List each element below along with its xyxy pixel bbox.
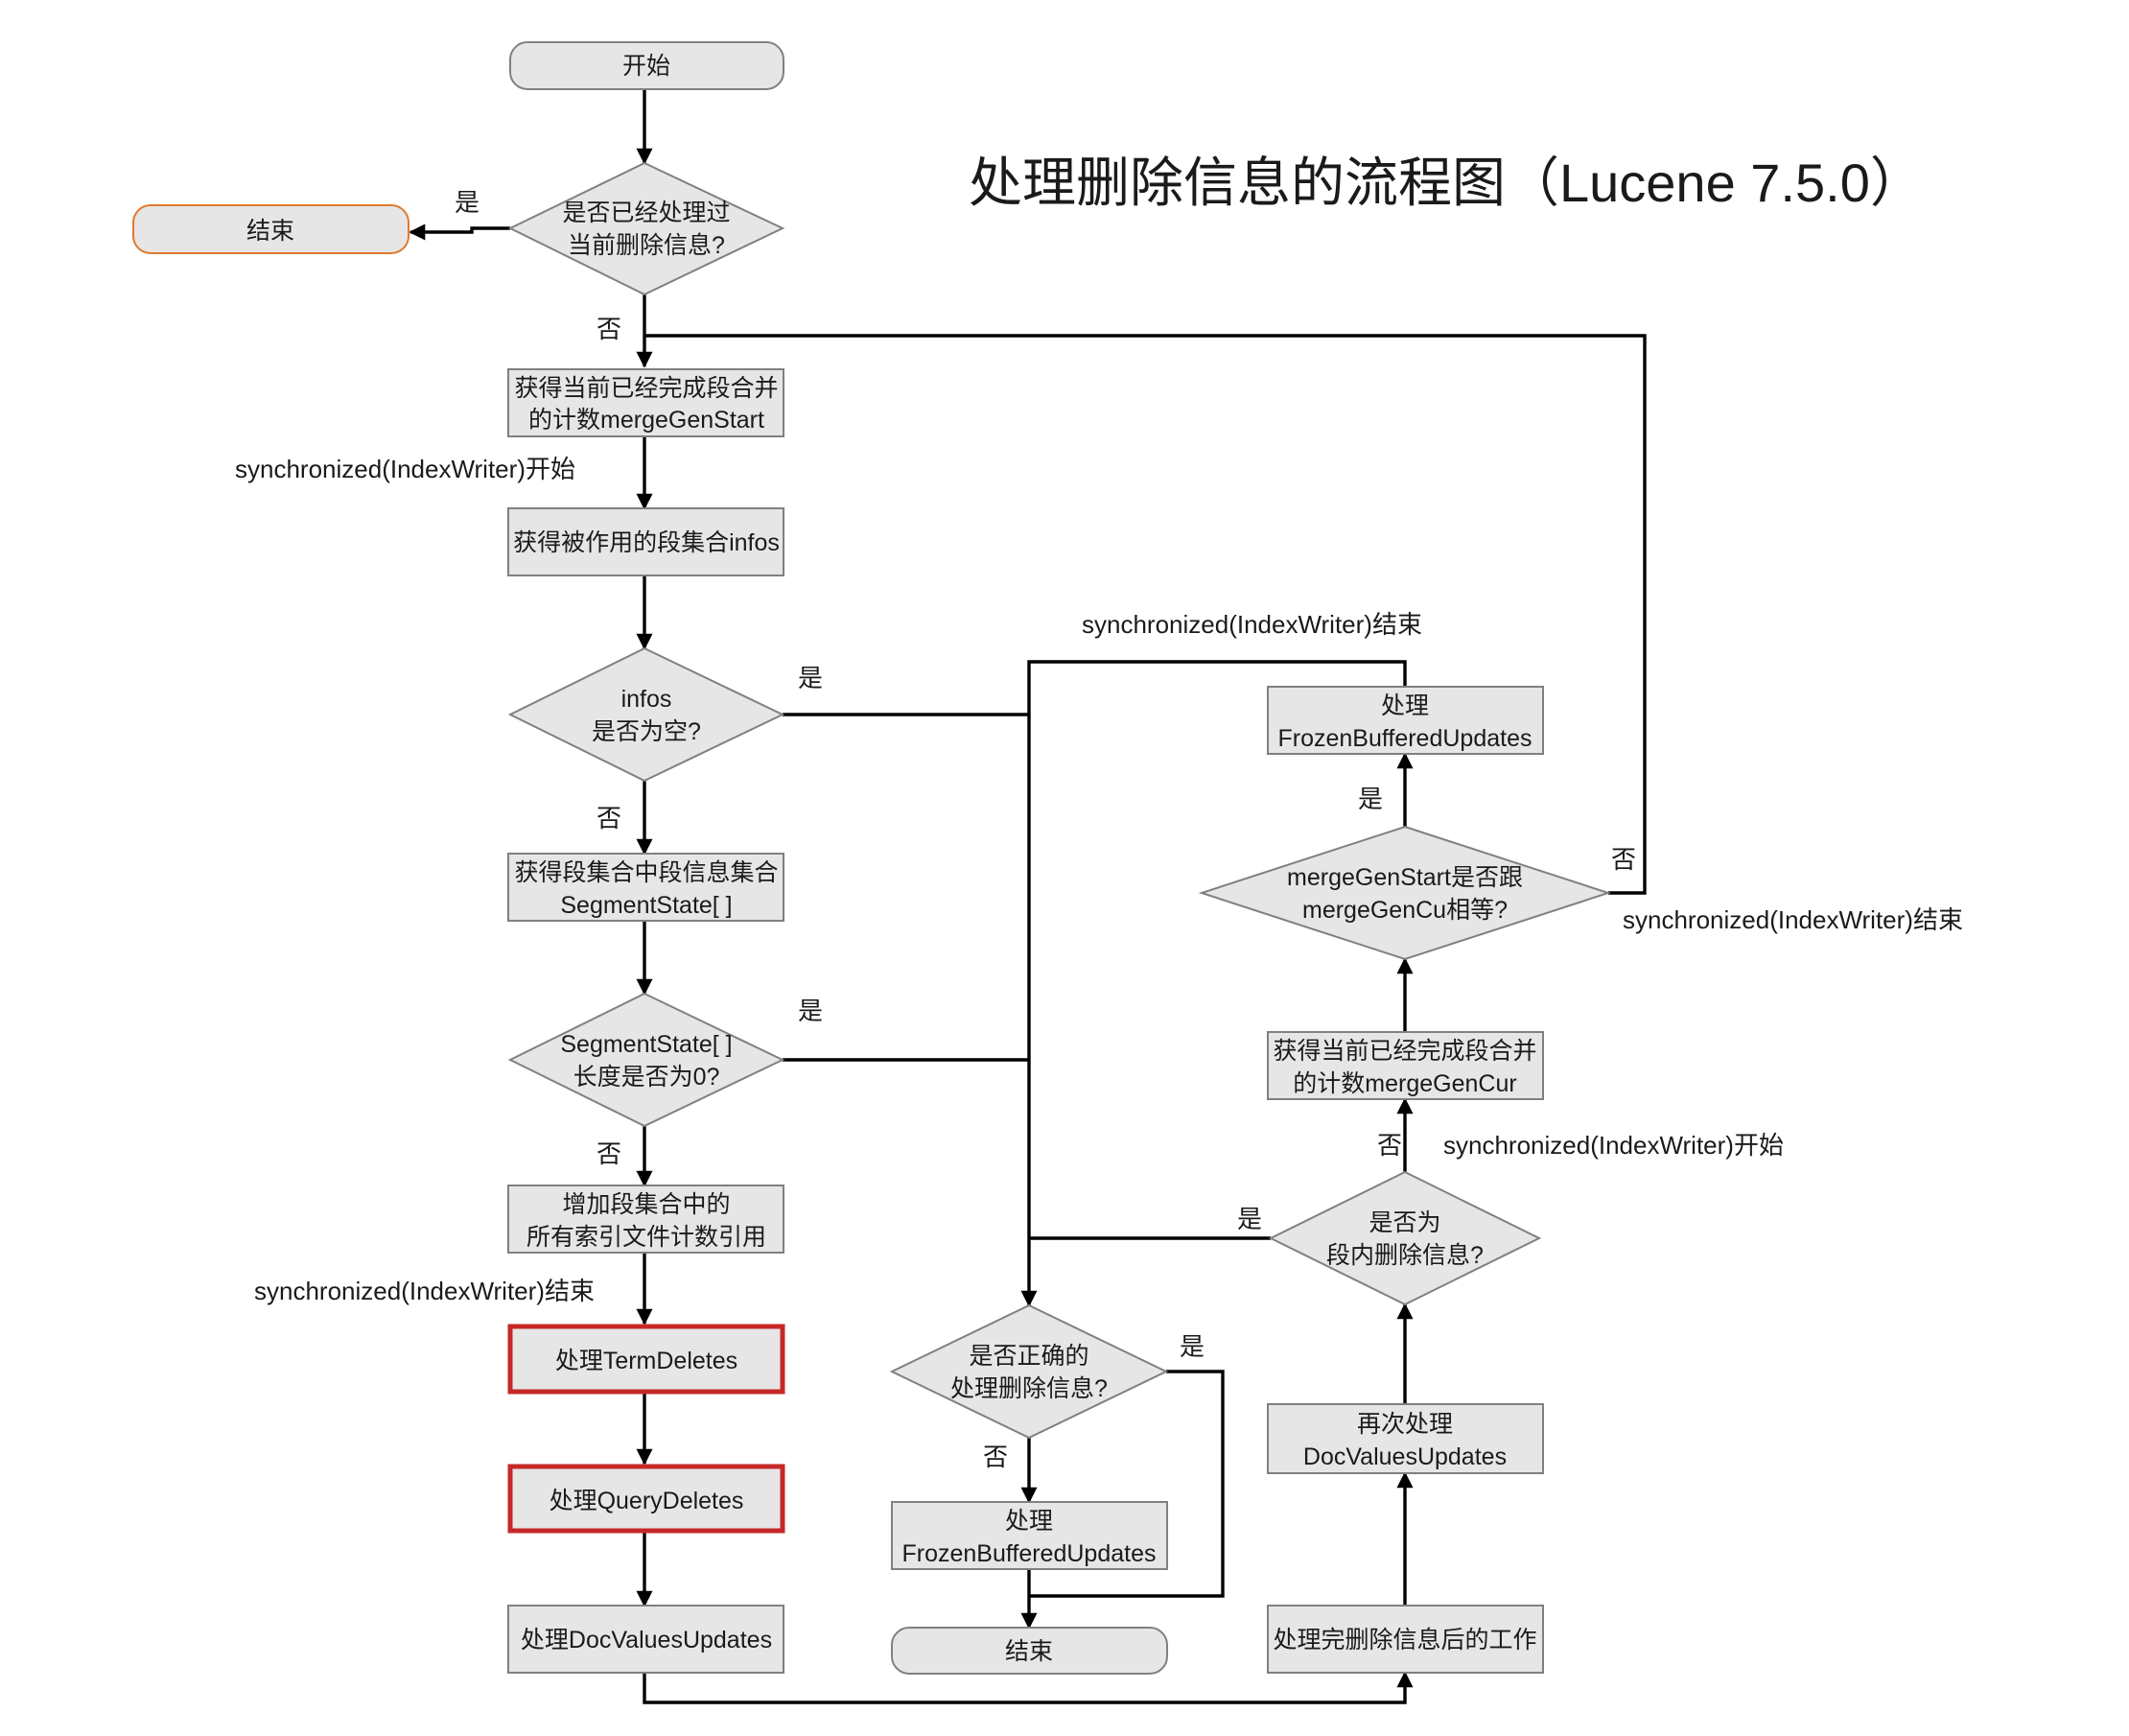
node-end-top: 结束 bbox=[132, 204, 409, 254]
node-frozen-bottom: 处理 FrozenBufferedUpdates bbox=[891, 1501, 1168, 1570]
node-get-infos: 获得被作用的段集合infos bbox=[507, 507, 784, 576]
node-start: 开始 bbox=[509, 41, 784, 90]
diagram-title: 处理删除信息的流程图（Lucene 7.5.0） bbox=[969, 152, 1924, 213]
label-q-in-segment-yes: 是 bbox=[1237, 1205, 1262, 1233]
node-q-in-segment: 是否为 段内删除信息? bbox=[1268, 1170, 1542, 1306]
edge-q-processed-yes-to-end bbox=[409, 223, 510, 241]
node-q-segment-state-zero: SegmentState[ ] 长度是否为0? bbox=[507, 992, 785, 1128]
node-term-deletes-label: 处理TermDeletes bbox=[555, 1348, 737, 1374]
node-q-merge-gen-equal: mergeGenStart是否跟 mergeGenCu相等? bbox=[1198, 825, 1612, 961]
label-q-processed-yes: 是 bbox=[455, 188, 480, 217]
edge-q-correct-yes-to-end bbox=[1029, 1370, 1225, 1598]
node-get-merge-gen-cur-line2: 的计数mergeGenCur bbox=[1293, 1070, 1516, 1097]
label-q-infos-empty-no: 否 bbox=[597, 804, 621, 833]
label-q-correct-no: 否 bbox=[983, 1443, 1008, 1471]
node-q-infos-empty-line2: 是否为空? bbox=[592, 718, 701, 745]
node-redo-doc-values: 再次处理 DocValuesUpdates bbox=[1267, 1403, 1544, 1474]
node-inc-ref: 增加段集合中的 所有索引文件计数引用 bbox=[507, 1185, 784, 1254]
node-post-work-label: 处理完删除信息后的工作 bbox=[1273, 1627, 1536, 1654]
node-frozen-top-line1: 处理 bbox=[1381, 692, 1429, 719]
node-post-work: 处理完删除信息后的工作 bbox=[1267, 1605, 1544, 1674]
label-sync-end-1: synchronized(IndexWriter)结束 bbox=[1082, 610, 1422, 639]
label-sync-end-3: synchronized(IndexWriter)结束 bbox=[1623, 905, 1963, 934]
node-redo-doc-values-line2: DocValuesUpdates bbox=[1303, 1443, 1507, 1470]
label-sync-start-1: synchronized(IndexWriter)开始 bbox=[235, 455, 575, 483]
node-end-bottom-label: 结束 bbox=[1005, 1638, 1053, 1665]
node-end-top-label: 结束 bbox=[246, 218, 294, 245]
node-get-merge-gen-cur: 获得当前已经完成段合并 的计数mergeGenCur bbox=[1267, 1031, 1544, 1100]
node-q-correct-line1: 是否正确的 bbox=[969, 1343, 1088, 1370]
node-end-bottom: 结束 bbox=[891, 1627, 1168, 1675]
edge-labels: 是 否 synchronized(IndexWriter)开始 是 否 sync… bbox=[235, 188, 1963, 1471]
node-q-segment-state-zero-line2: 长度是否为0? bbox=[573, 1064, 720, 1091]
node-get-infos-label: 获得被作用的段集合infos bbox=[513, 529, 780, 556]
label-q-infos-empty-yes: 是 bbox=[798, 664, 823, 692]
node-get-merge-gen-cur-line1: 获得当前已经完成段合并 bbox=[1273, 1038, 1536, 1065]
node-q-processed-line1: 是否已经处理过 bbox=[562, 199, 730, 226]
node-redo-doc-values-line1: 再次处理 bbox=[1357, 1411, 1453, 1438]
node-doc-values-updates: 处理DocValuesUpdates bbox=[507, 1605, 784, 1674]
label-sync-start-2: synchronized(IndexWriter)开始 bbox=[1443, 1131, 1784, 1160]
node-q-processed-line2: 当前删除信息? bbox=[568, 232, 725, 259]
edge-frozen-top-to-q-correct bbox=[1020, 660, 1407, 1307]
node-get-merge-gen-start: 获得当前已经完成段合并 的计数mergeGenStart bbox=[507, 368, 784, 437]
node-q-processed: 是否已经处理过 当前删除信息? bbox=[507, 161, 785, 296]
node-q-correct-line2: 处理删除信息? bbox=[950, 1375, 1108, 1402]
node-get-merge-gen-start-line1: 获得当前已经完成段合并 bbox=[514, 375, 778, 402]
node-get-merge-gen-start-line2: 的计数mergeGenStart bbox=[528, 407, 764, 434]
edge-q-merge-gen-equal-no-loop bbox=[644, 334, 1647, 895]
label-q-processed-no: 否 bbox=[597, 315, 621, 343]
node-term-deletes: 处理TermDeletes bbox=[507, 1324, 785, 1395]
label-q-segment-state-no: 否 bbox=[597, 1139, 621, 1168]
node-get-segment-state-line1: 获得段集合中段信息集合 bbox=[514, 859, 778, 886]
node-start-label: 开始 bbox=[622, 53, 670, 80]
node-q-segment-state-zero-line1: SegmentState[ ] bbox=[560, 1031, 732, 1058]
node-q-correct: 是否正确的 处理删除信息? bbox=[889, 1303, 1169, 1440]
node-get-segment-state-line2: SegmentState[ ] bbox=[560, 892, 732, 919]
node-q-merge-gen-equal-line2: mergeGenCu相等? bbox=[1302, 897, 1508, 924]
node-inc-ref-line2: 所有索引文件计数引用 bbox=[526, 1224, 766, 1251]
node-q-in-segment-line1: 是否为 bbox=[1369, 1209, 1440, 1236]
nodes: 开始 结束 是否已经处理过 当前删除信息? 获得当前已经完成段合并 的计数mer… bbox=[132, 41, 1612, 1675]
label-q-in-segment-no: 否 bbox=[1377, 1131, 1402, 1160]
node-frozen-top-line2: FrozenBufferedUpdates bbox=[1278, 725, 1532, 752]
label-sync-end-2: synchronized(IndexWriter)结束 bbox=[254, 1277, 595, 1305]
node-inc-ref-line1: 增加段集合中的 bbox=[562, 1191, 730, 1218]
node-get-segment-state: 获得段集合中段信息集合 SegmentState[ ] bbox=[507, 853, 784, 922]
node-query-deletes: 处理QueryDeletes bbox=[507, 1464, 785, 1534]
label-q-segment-state-yes: 是 bbox=[798, 997, 823, 1025]
node-frozen-bottom-line2: FrozenBufferedUpdates bbox=[902, 1540, 1157, 1567]
node-q-infos-empty: infos 是否为空? bbox=[507, 646, 785, 783]
node-frozen-bottom-line1: 处理 bbox=[1005, 1508, 1053, 1535]
node-query-deletes-label: 处理QueryDeletes bbox=[550, 1488, 744, 1514]
edge-doc-values-to-post-work bbox=[643, 1671, 1414, 1704]
label-q-correct-yes: 是 bbox=[1180, 1332, 1205, 1361]
edges bbox=[409, 89, 1647, 1704]
node-q-merge-gen-equal-line1: mergeGenStart是否跟 bbox=[1287, 864, 1523, 891]
node-doc-values-updates-label: 处理DocValuesUpdates bbox=[521, 1627, 772, 1654]
label-q-merge-gen-yes: 是 bbox=[1358, 785, 1383, 813]
node-q-in-segment-line2: 段内删除信息? bbox=[1326, 1242, 1484, 1269]
node-frozen-top: 处理 FrozenBufferedUpdates bbox=[1267, 686, 1544, 755]
label-q-merge-gen-no: 否 bbox=[1611, 845, 1636, 874]
node-q-infos-empty-line1: infos bbox=[621, 686, 672, 713]
